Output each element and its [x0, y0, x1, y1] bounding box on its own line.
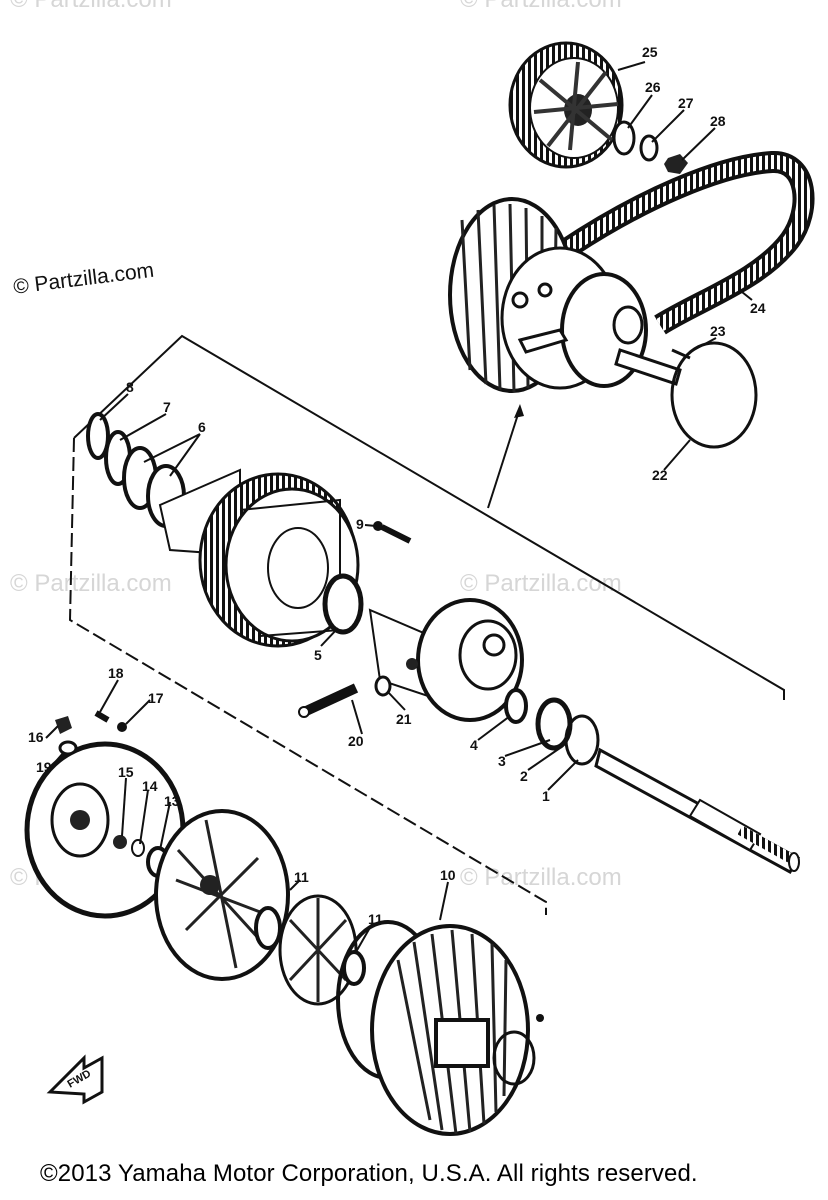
callout-27: 27: [678, 95, 694, 111]
cover-plate: [24, 741, 186, 919]
watermark: © Partzilla.com: [460, 0, 622, 14]
callout-23: 23: [710, 323, 726, 339]
callout-20: 20: [348, 733, 364, 749]
front-direction-arrow: FWD: [46, 1054, 104, 1105]
o-ring-22: [670, 341, 758, 449]
watermark: © Partzilla.com: [10, 0, 172, 14]
leader-lines: [45, 61, 753, 953]
drive-belt-24: [558, 151, 815, 335]
callout-24: 24: [750, 300, 766, 316]
washer-14: [131, 839, 145, 857]
fan-plate: [154, 809, 290, 981]
bearing-3-2: [535, 697, 600, 766]
callout-13: 13: [164, 793, 180, 809]
callout-17: 17: [148, 690, 164, 706]
callout-6: 6: [198, 419, 206, 435]
callout-19: 19: [36, 759, 52, 775]
callout-1: 1: [542, 788, 550, 804]
callout-10: 10: [440, 867, 456, 883]
pin-20: [298, 683, 359, 718]
watermark: © Partzilla.com: [10, 570, 172, 597]
callout-18: 18: [108, 665, 124, 681]
callout-11: 11: [294, 869, 309, 885]
callout-22: 22: [652, 467, 668, 483]
callout-26: 26: [645, 79, 661, 95]
bracket-line: [73, 334, 785, 700]
washer-21: [374, 675, 392, 697]
callout-4: 4: [470, 737, 478, 753]
callout-21: 21: [396, 711, 412, 727]
washer-19: [58, 740, 78, 756]
sheave-10: [336, 920, 530, 1136]
callout-9: 9: [356, 516, 364, 532]
callout-28: 28: [710, 113, 726, 129]
callout-5: 5: [314, 647, 322, 663]
watermark: © Partzilla.com: [460, 570, 622, 597]
bolt-18: [94, 710, 110, 723]
collar-4: [504, 688, 528, 724]
cam-weight: [278, 894, 358, 1006]
callout-11: 11: [368, 911, 383, 927]
bearing-stack: [86, 412, 186, 528]
callout-7: 7: [163, 399, 171, 415]
nut-15: [113, 835, 127, 849]
callout-8: 8: [126, 379, 134, 395]
callout-2: 2: [520, 768, 528, 784]
callout-25: 25: [642, 44, 658, 60]
callout-14: 14: [142, 778, 158, 794]
spacer-11: [254, 906, 282, 950]
primary-sheave-assembly: [448, 197, 682, 393]
watermark: © Partzilla.com: [460, 864, 622, 891]
bolt-9: [373, 521, 412, 544]
shaft-1: [594, 747, 801, 875]
bracket-line: [68, 437, 547, 915]
seal-5: [322, 573, 364, 635]
callout-3: 3: [498, 753, 506, 769]
washer-26: [612, 120, 636, 156]
nut-17: [117, 722, 127, 732]
bolt-16: [55, 716, 72, 734]
center-hub: [368, 598, 524, 722]
secondary-sheave-25: [508, 41, 624, 169]
copyright-notice: ©2013 Yamaha Motor Corporation, U.S.A. A…: [40, 1160, 698, 1187]
callout-15: 15: [118, 764, 134, 780]
o-ring-9: [492, 1014, 544, 1086]
callout-numbers: 25 26 27 28 24 23 22 8 7 6 9 5 21 20 4 3…: [28, 44, 766, 927]
callout-16: 16: [28, 729, 44, 745]
